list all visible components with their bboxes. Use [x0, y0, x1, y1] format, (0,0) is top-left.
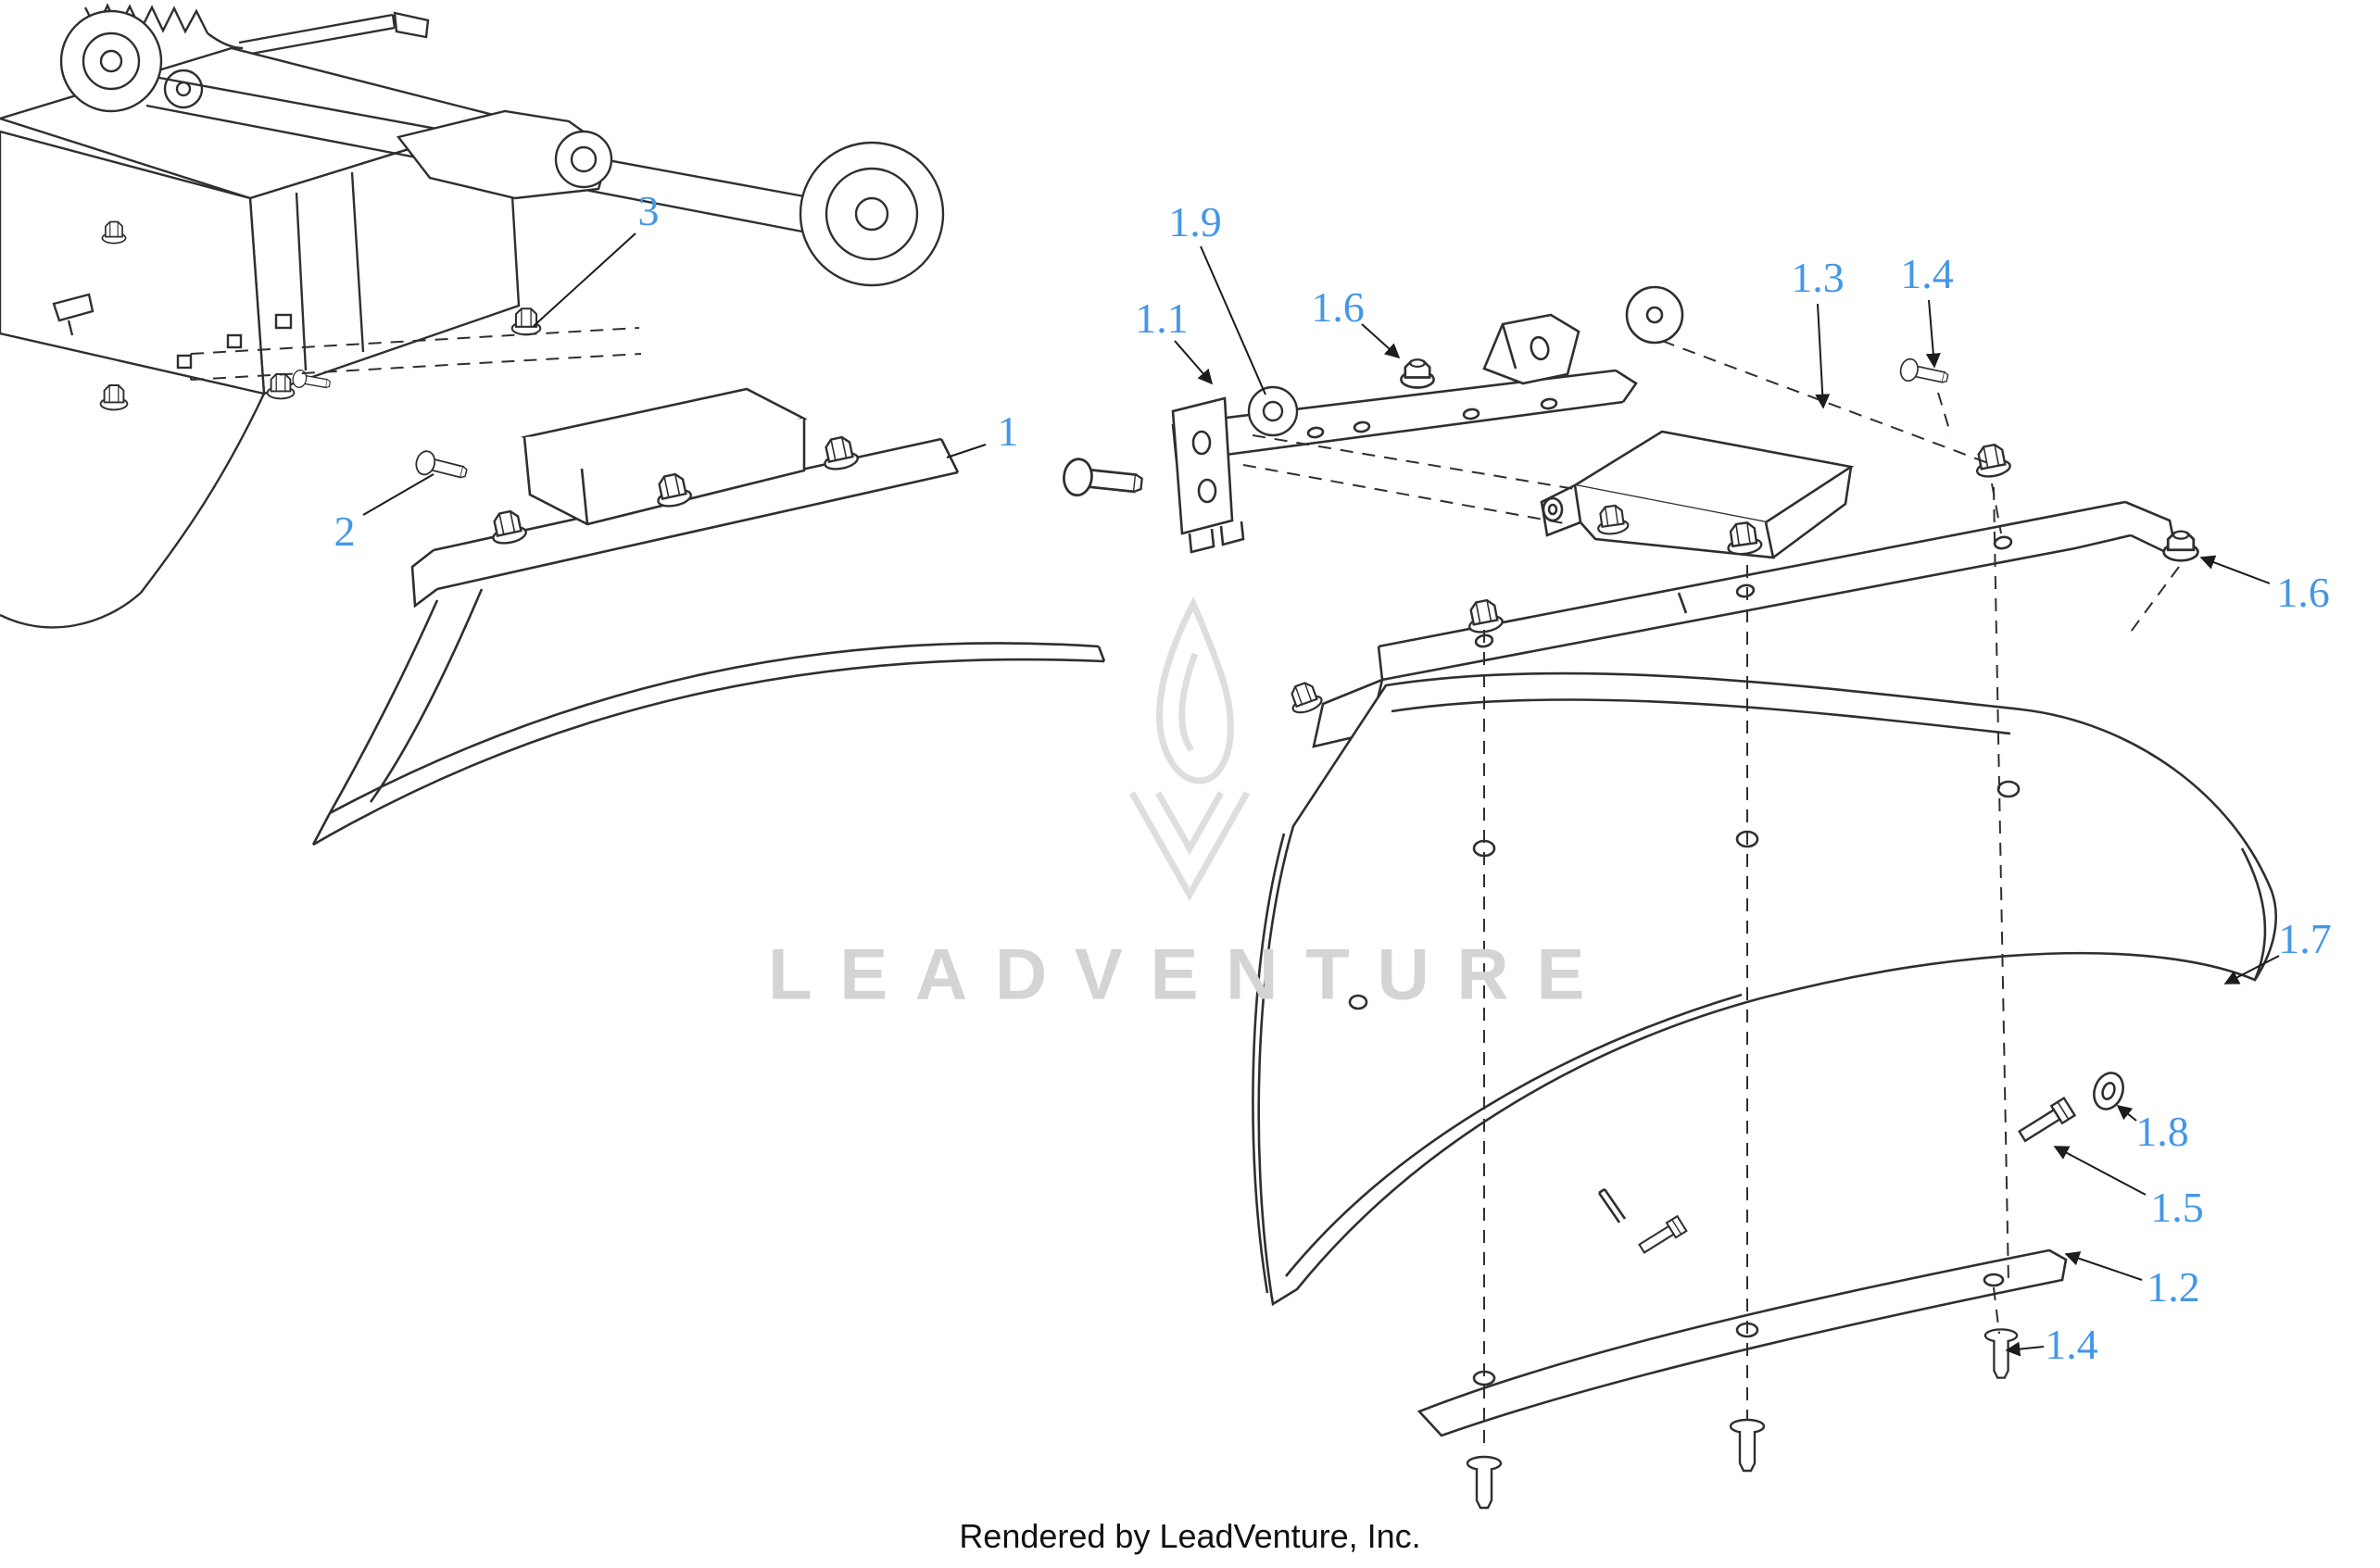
plow-bolt-icon: [1466, 1455, 1503, 1510]
clevis-pin-icon: [412, 448, 471, 486]
deflector-weldment-part-1: [311, 387, 1106, 847]
footer-credit: Rendered by LeadVenture, Inc.: [959, 1517, 1421, 1555]
hex-bolt-icon: [486, 508, 529, 547]
leadventure-flame-v-logo: [1128, 596, 1251, 902]
callout-1-9[interactable]: 1.9: [1168, 198, 1222, 245]
callout-1-1[interactable]: 1.1: [1135, 295, 1189, 342]
flange-nut-icon: [2162, 530, 2199, 562]
callout-1-8[interactable]: 1.8: [2135, 1108, 2189, 1155]
callout-1-6-right[interactable]: 1.6: [2276, 569, 2330, 616]
plow-bolt-icon: [1729, 1418, 1766, 1473]
callout-1-4-upper[interactable]: 1.4: [1900, 250, 1954, 297]
callout-2[interactable]: 2: [334, 508, 356, 555]
callout-3[interactable]: 3: [637, 187, 660, 234]
hex-bolt-icon: [1971, 441, 2013, 481]
flange-nut-icon: [1399, 358, 1436, 389]
callout-1-6-upper[interactable]: 1.6: [1311, 283, 1365, 331]
assembly-dashed-lines: [190, 327, 2180, 1450]
callout-1-5[interactable]: 1.5: [2150, 1184, 2204, 1231]
callout-1-2[interactable]: 1.2: [2147, 1263, 2200, 1311]
hex-screw-icon: [2015, 1097, 2076, 1147]
clevis-pin-icon: [1897, 357, 1951, 390]
plow-bolt-icon: [1983, 1328, 2019, 1379]
mount-bracket-bar-part-1-1: [1061, 285, 1684, 554]
washer-icon: [1247, 385, 1299, 437]
callout-1[interactable]: 1: [997, 408, 1019, 455]
hex-bolt-icon: [1464, 596, 1505, 636]
carriage-bolt-icon: [1061, 456, 1145, 504]
callout-leader-lines: [362, 232, 2280, 1357]
hex-bolt-icon: [1284, 678, 1325, 717]
deflector-assembly-right: [1252, 357, 2277, 1510]
hex-screw-icon: [1636, 1215, 1688, 1258]
callout-1-7[interactable]: 1.7: [2278, 915, 2332, 962]
hex-bolt-icon: [101, 220, 127, 245]
callout-1-3[interactable]: 1.3: [1791, 254, 1845, 301]
hex-bolt-icon: [266, 373, 296, 400]
hex-bolt-icon: [99, 384, 129, 411]
hex-bolt-icon: [818, 433, 861, 473]
callout-1-4-lower[interactable]: 1.4: [2045, 1321, 2098, 1368]
hex-bolt-icon: [510, 307, 542, 336]
mower-deck-line-art: [0, 3, 945, 629]
